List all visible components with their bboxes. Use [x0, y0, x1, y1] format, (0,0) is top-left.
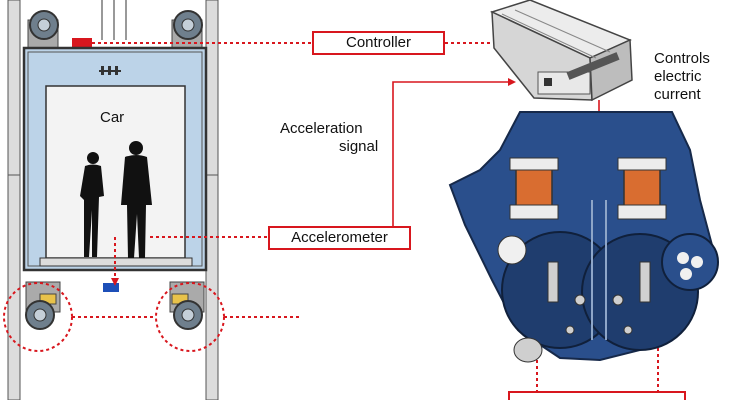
actuator-label-box: [508, 391, 686, 400]
controls-label-line1: Controls: [654, 50, 710, 67]
roller-guide-icon: [25, 281, 61, 330]
passenger-silhouette-icon: [80, 152, 104, 257]
controller-label: Controller: [312, 31, 445, 55]
damper-device-icon: [448, 111, 719, 363]
roller-guide-icon: [169, 281, 205, 330]
controls-label-line2: electric: [654, 68, 702, 85]
passenger-silhouette-icon: [121, 141, 152, 258]
roller-guide-icon: [27, 10, 59, 49]
acceleration-label-line2: signal: [339, 138, 379, 155]
car-label: Car: [100, 109, 125, 126]
acceleration-label-line1: Acceleration: [280, 120, 363, 137]
roller-guide-icon: [171, 10, 203, 49]
top-actuator: [72, 38, 92, 48]
accelerometer-label: Accelerometer: [268, 226, 411, 250]
guide-rails: [7, 0, 219, 400]
accelerometer-sensor: [103, 283, 119, 292]
controls-label-line3: current: [654, 86, 701, 103]
controller-box-icon: [489, 0, 633, 102]
hoist-cables: [101, 0, 127, 40]
